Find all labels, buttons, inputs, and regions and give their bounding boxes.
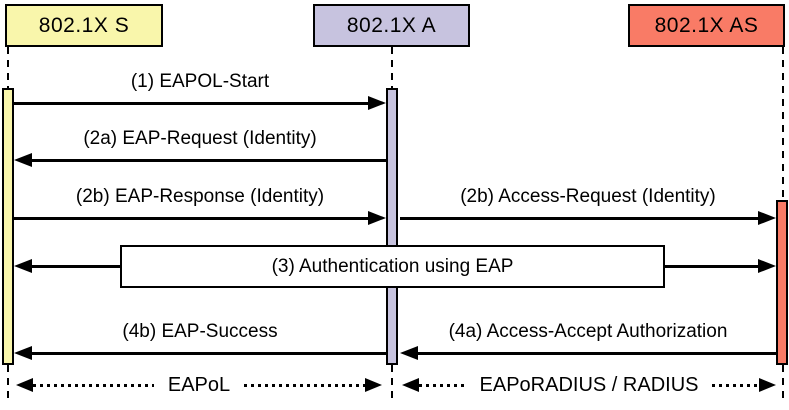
auth-box-right-arrow [665,259,776,273]
channel-eaporadius-label: EAPoRADIUS / RADIUS [479,373,699,396]
dotted-line [33,383,154,387]
lifeline-authenticator-top [391,47,393,88]
arrowhead-left-icon [16,378,33,392]
arrow-line [26,159,386,162]
message-1-arrow [14,96,386,110]
actor-supplicant-header: 802.1X S [5,4,163,47]
message-2b-eap-arrow [14,211,386,225]
actor-auth-server-header: 802.1X AS [628,4,785,47]
lifeline-auth-server-bottom [782,365,784,403]
message-2b-access-arrow [400,211,776,225]
lifeline-supplicant-bottom [7,365,9,403]
arrow-line [26,352,386,355]
arrow-line [14,102,374,105]
arrowhead-left-icon [402,378,419,392]
authentication-box-label: (3) Authentication using EAP [271,255,514,277]
message-2b-access-label: (2b) Access-Request (Identity) [460,186,716,207]
arrowhead-right-icon [368,211,386,225]
arrowhead-right-icon [759,378,777,392]
arrowhead-right-icon [758,211,776,225]
arrow-line [400,217,764,220]
arrowhead-left-icon [14,153,32,167]
arrowhead-left-icon [14,259,32,273]
auth-box-left-arrow [14,259,120,273]
arrow-line [26,265,120,268]
message-4b-label: (4b) EAP-Success [122,321,278,342]
arrow-line [412,352,776,355]
arrowhead-right-icon [368,96,386,110]
arrowhead-right-icon [758,259,776,273]
channel-eapol: EAPoL [16,371,383,399]
arrowhead-left-icon [14,346,32,360]
message-1-label: (1) EAPOL-Start [130,71,270,92]
message-4a-label: (4a) Access-Accept Authorization [448,321,728,342]
lifeline-auth-server-top [782,47,784,200]
message-2a-label: (2a) EAP-Request (Identity) [83,128,317,149]
message-2a-arrow [14,153,386,167]
activation-bar-supplicant [2,88,14,365]
arrowhead-left-icon [400,346,418,360]
message-4b-arrow [14,346,386,360]
dotted-line [244,383,366,387]
authentication-box: (3) Authentication using EAP [120,245,665,288]
activation-bar-authenticator [386,88,398,365]
activation-bar-auth-server [776,200,788,365]
channel-eapol-label: EAPoL [167,373,231,396]
message-2b-eap-label: (2b) EAP-Response (Identity) [75,186,325,207]
dotted-line [712,383,760,387]
arrow-line [14,217,374,220]
message-4a-arrow [400,346,776,360]
arrow-line [665,265,764,268]
arrowhead-right-icon [365,378,383,392]
actor-authenticator-header: 802.1X A [313,4,470,47]
lifeline-supplicant-top [7,47,9,88]
dotted-line [419,383,466,387]
channel-eaporadius: EAPoRADIUS / RADIUS [402,371,777,399]
lifeline-authenticator-bottom [391,365,393,403]
